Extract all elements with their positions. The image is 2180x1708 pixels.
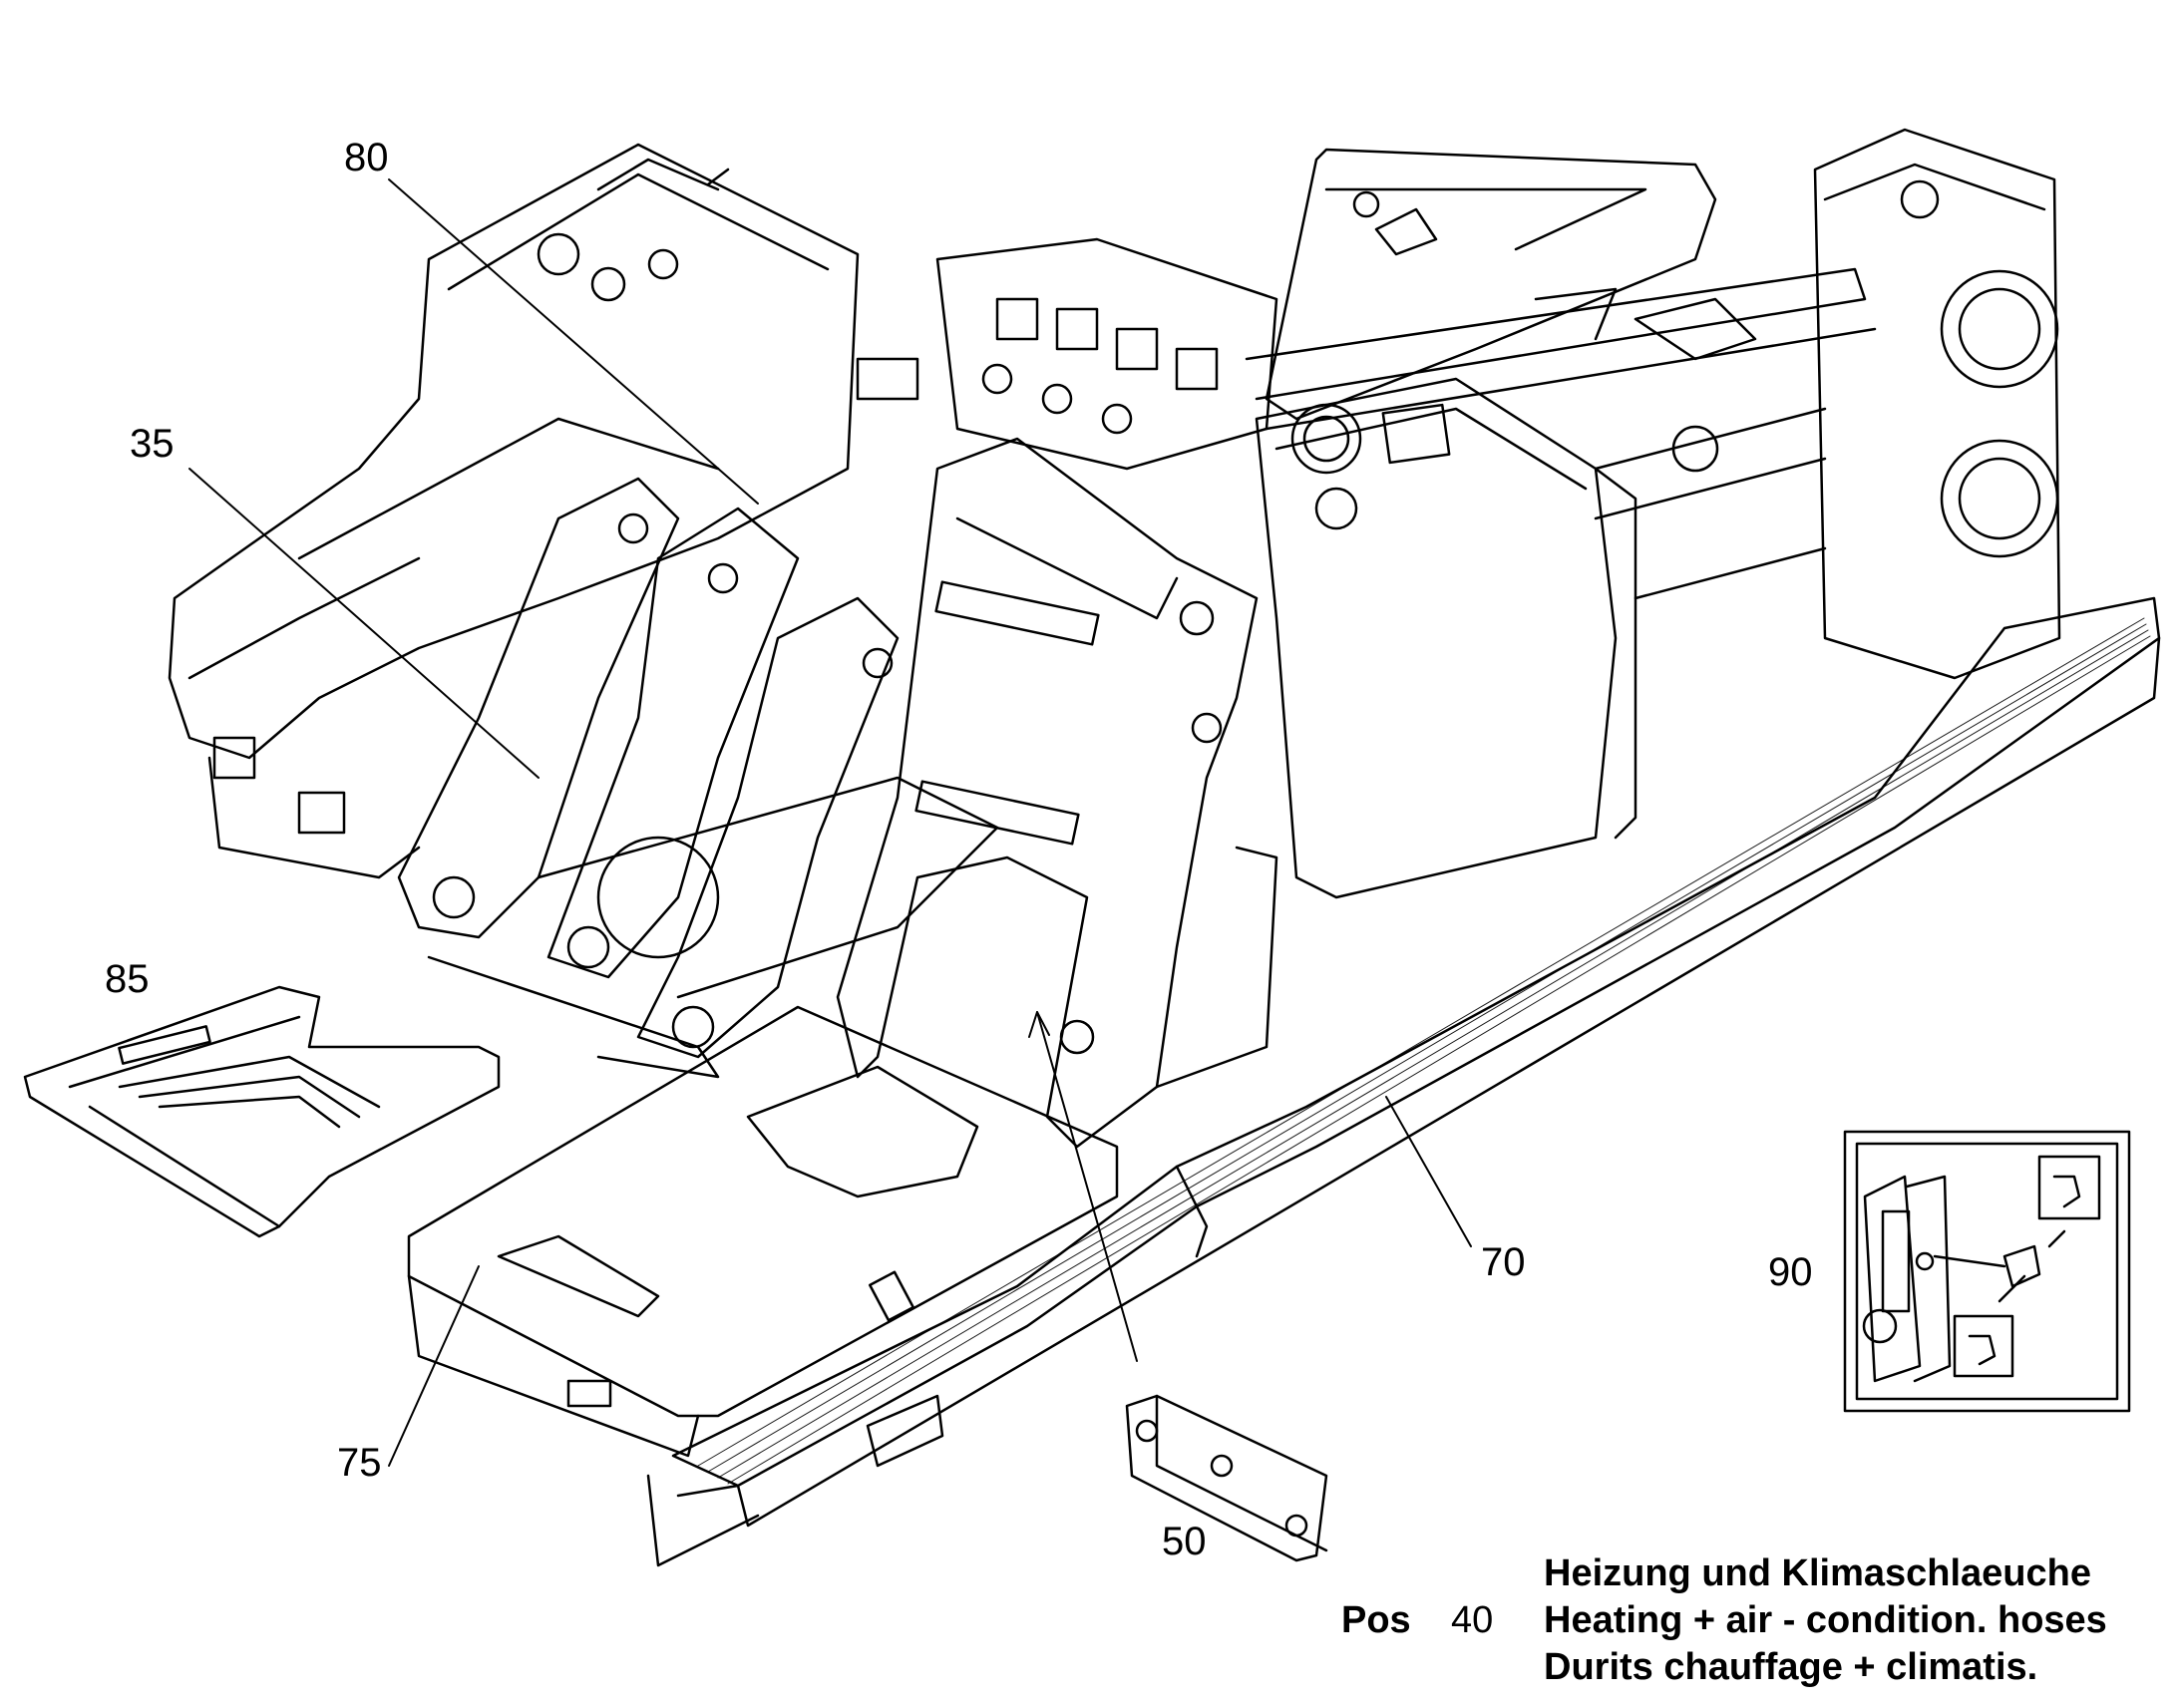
caption-line-de: Heizung und Klimaschlaeuche [1544, 1552, 2091, 1594]
leader-lines [188, 178, 1472, 1467]
decal-inset-frame [1843, 1130, 2131, 1413]
loose-block-part [1125, 1394, 1328, 1562]
hydraulic-valve-block [856, 237, 1278, 471]
cover-plate [23, 985, 501, 1238]
lift-arm-frame [397, 477, 999, 1079]
rear-left-housing [168, 143, 860, 879]
tank-block [1255, 377, 1637, 899]
frame-rails [1245, 148, 1877, 431]
cooler-tower [1534, 128, 2061, 680]
center-tower [836, 437, 1278, 1149]
callout-70: 70 [1481, 1240, 1526, 1284]
callout-35: 35 [130, 422, 175, 466]
operator-platform [407, 1005, 1119, 1458]
caption-line-fr: Durits chauffage + climatis. [1544, 1646, 2038, 1688]
caption-line-en: Heating + air - condition. hoses [1544, 1599, 2107, 1641]
callout-90: 90 [1768, 1250, 1813, 1294]
caption-pos-label: Pos [1341, 1599, 1411, 1641]
callout-75: 75 [337, 1441, 382, 1485]
callout-50: 50 [1162, 1520, 1207, 1563]
caption-pos-number: 40 [1451, 1599, 1494, 1641]
callout-85: 85 [105, 957, 150, 1001]
grating-walkway [646, 596, 2161, 1567]
callout-80: 80 [344, 136, 389, 179]
